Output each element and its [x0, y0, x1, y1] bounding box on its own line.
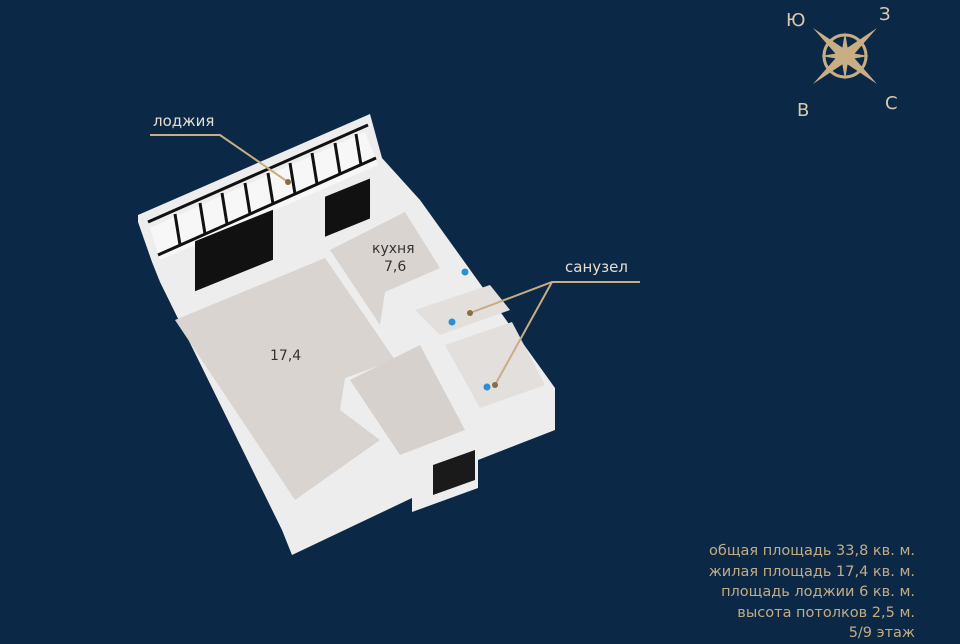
compass-rose-icon: [813, 28, 877, 84]
callout-bathroom: санузел: [565, 258, 628, 276]
compass-west: З: [879, 4, 891, 25]
info-floor: 5/9 этаж: [848, 625, 915, 641]
loggia: [150, 132, 378, 260]
compass-south: Ю: [786, 10, 806, 31]
entrance-door: [433, 450, 475, 495]
kitchen-label: кухня: [372, 241, 415, 257]
bathroom-1: [415, 285, 510, 335]
living-room-area: 17,4: [270, 348, 302, 364]
callout-loggia: лоджия: [153, 112, 215, 130]
apartment-info: общая площадь 33,8 кв. м. жилая площадь …: [709, 541, 915, 644]
hallway: [350, 345, 465, 455]
info-ceiling-height: высота потолков 2,5 м.: [737, 604, 915, 621]
kitchen-area: 7,6: [384, 259, 407, 275]
info-loggia-area: площадь лоджии 6 кв. м.: [721, 584, 915, 600]
living-room: [175, 258, 395, 500]
kitchen: [330, 212, 440, 325]
bathroom-2: [445, 322, 545, 408]
compass-east: В: [797, 100, 810, 121]
compass-north: С: [885, 93, 898, 114]
info-living-area: жилая площадь 17,4 кв. м.: [708, 563, 915, 580]
info-total-area: общая площадь 33,8 кв. м.: [709, 543, 915, 559]
